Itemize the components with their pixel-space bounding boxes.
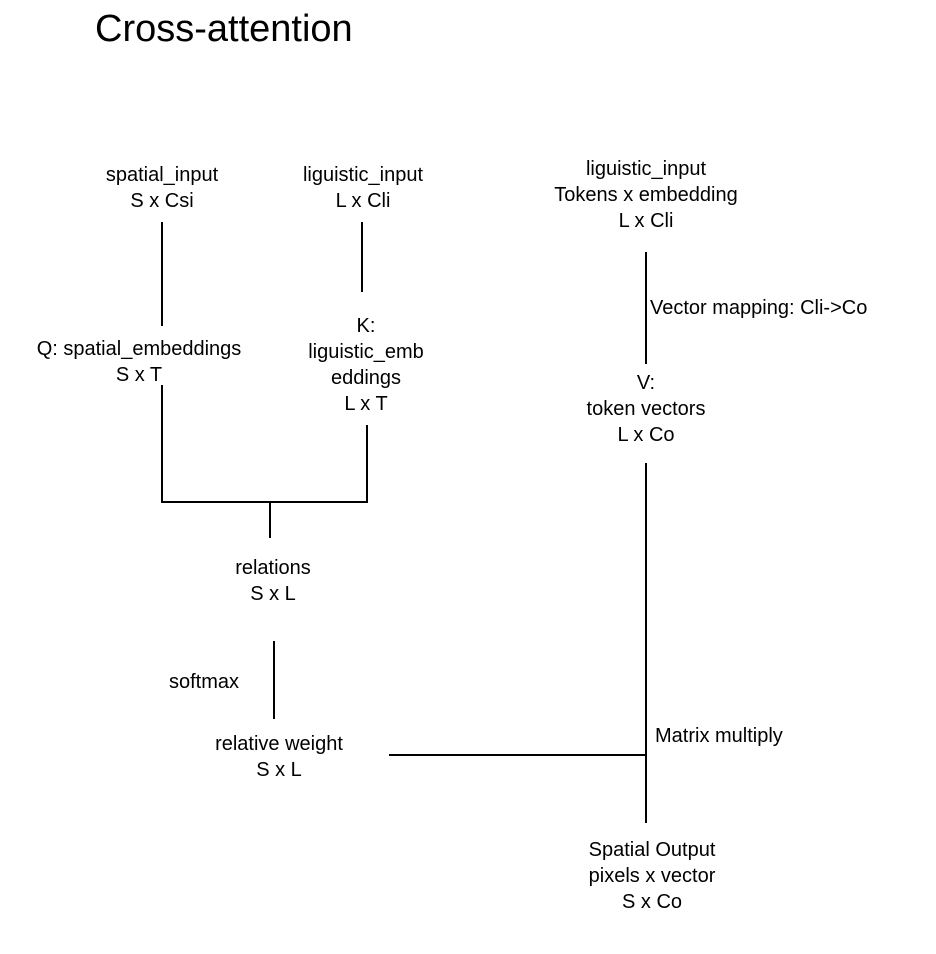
softmax-label: softmax <box>169 671 240 693</box>
query-node: Q: spatial_embeddings S x T <box>37 336 242 388</box>
vector-mapping-label: Vector mapping: Cli->Co <box>650 297 868 319</box>
key-to-join-line <box>366 425 368 501</box>
spatial-output-shape: S x Co <box>621 891 683 913</box>
value-name-line2: token vectors <box>586 398 706 420</box>
linguistic-input-value-name: liguistic_input <box>585 158 707 180</box>
linguistic-input-key-name: liguistic_input <box>302 164 424 186</box>
spatial-input-to-query-line <box>161 222 163 326</box>
matrix-multiply-label: Matrix multiply <box>655 725 783 747</box>
qk-join-line <box>161 501 368 503</box>
linguistic-input-to-value-line <box>645 252 647 364</box>
query-shape: S x T <box>115 364 163 386</box>
linguistic-input-value-desc: Tokens x embedding <box>554 184 738 206</box>
spatial-input-shape: S x Csi <box>130 190 194 212</box>
linguistic-input-to-key-line <box>361 222 363 292</box>
key-name-line2: liguistic_emb <box>308 341 424 363</box>
relative-weight-shape: S x L <box>256 759 302 781</box>
query-to-join-line <box>161 385 163 503</box>
value-name-line1: V: <box>636 372 656 394</box>
diagram-title: Cross-attention <box>95 8 353 50</box>
key-shape: L x T <box>344 393 388 415</box>
value-to-output-line <box>645 463 647 823</box>
relations-name: relations <box>235 557 311 579</box>
linguistic-input-key-node: liguistic_input L x Cli <box>303 162 423 214</box>
spatial-output-node: Spatial Output pixels x vector S x Co <box>589 837 716 915</box>
relations-to-weight-line <box>273 641 275 719</box>
key-name-line3: eddings <box>330 367 402 389</box>
relative-weight-node: relative weight S x L <box>215 731 343 783</box>
join-to-relations-line <box>269 501 271 538</box>
linguistic-input-value-shape: L x Cli <box>618 210 674 232</box>
spatial-input-node: spatial_input S x Csi <box>106 162 218 214</box>
value-node: V: token vectors L x Co <box>587 370 706 448</box>
spatial-input-name: spatial_input <box>105 164 219 186</box>
relations-node: relations S x L <box>235 555 311 607</box>
key-name-line1: K: <box>356 315 376 337</box>
linguistic-input-value-node: liguistic_input Tokens x embedding L x C… <box>554 156 737 234</box>
key-node: K: liguistic_emb eddings L x T <box>308 313 424 417</box>
spatial-output-name: Spatial Output <box>588 839 716 861</box>
query-name: Q: spatial_embeddings <box>36 338 242 360</box>
spatial-output-desc: pixels x vector <box>588 865 716 887</box>
relative-weight-name: relative weight <box>215 733 343 755</box>
value-shape: L x Co <box>617 424 675 446</box>
weight-to-multiply-line <box>389 754 647 756</box>
relations-shape: S x L <box>250 583 296 605</box>
linguistic-input-key-shape: L x Cli <box>335 190 391 212</box>
